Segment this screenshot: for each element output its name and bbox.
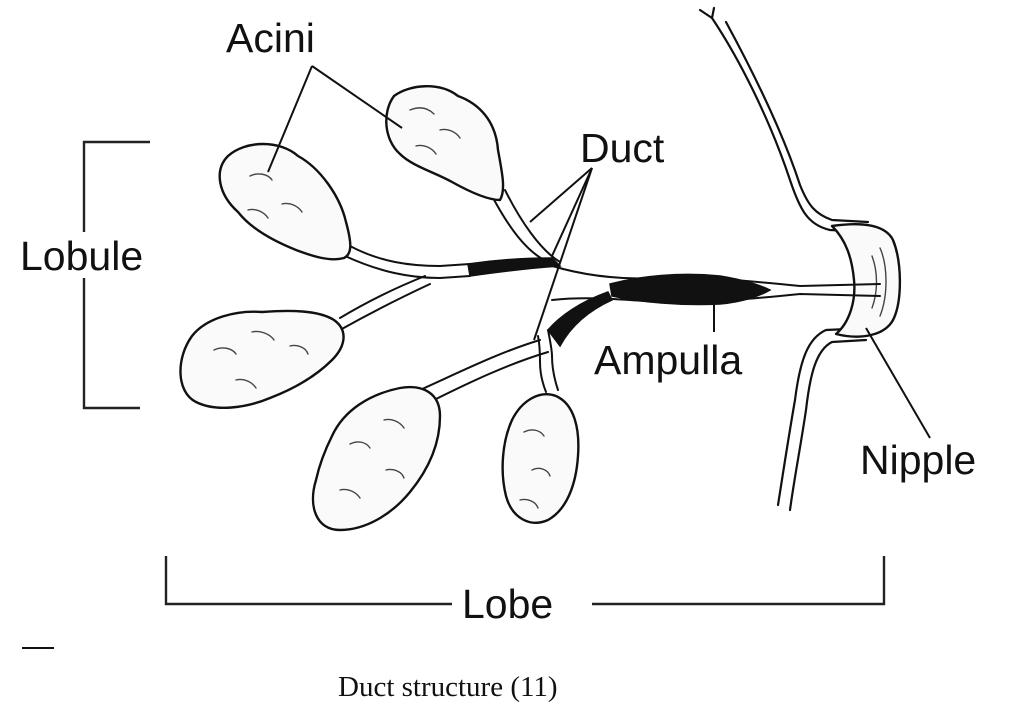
- label-ampulla: Ampulla: [594, 337, 742, 383]
- label-nipple: Nipple: [860, 437, 976, 483]
- figure-caption: Duct structure (11): [338, 671, 558, 703]
- label-acini: Acini: [226, 15, 315, 61]
- nipple-shape: [832, 224, 900, 336]
- duct-branches: [340, 190, 612, 402]
- lobule-middle-left: [180, 311, 343, 408]
- skin-outline: [700, 8, 870, 510]
- label-lobe: Lobe: [462, 581, 553, 627]
- lobule-upper-right: [386, 86, 503, 200]
- label-lobule: Lobule: [20, 233, 143, 279]
- ampulla: [610, 274, 770, 304]
- lobule-lower-right: [503, 394, 579, 522]
- lobule-upper-left: [220, 144, 351, 259]
- lobule-lower-left: [313, 387, 440, 530]
- label-duct: Duct: [580, 125, 665, 171]
